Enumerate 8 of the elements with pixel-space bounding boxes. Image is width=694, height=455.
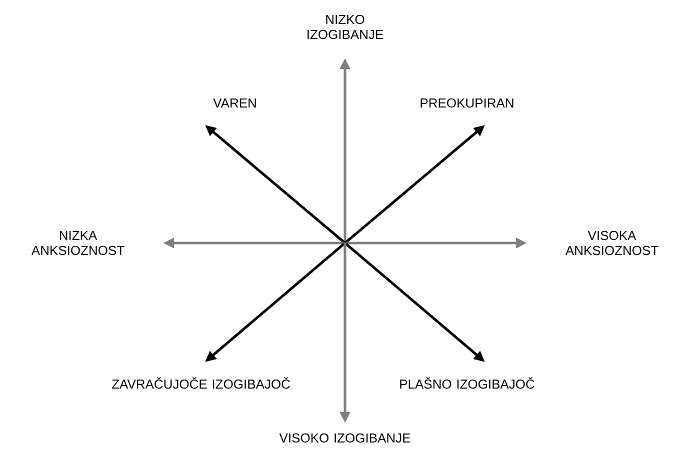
axis-label: ZAVRAČUJOČE IZOGIBAJOČ: [112, 377, 290, 389]
axis-label: PREOKUPIRAN: [420, 98, 514, 108]
axis-label: VISOKA ANKSIOZNOST: [565, 230, 658, 256]
axis-label: VAREN: [213, 98, 256, 108]
axis-label: NIZKO IZOGIBANJE: [308, 14, 384, 40]
axis-label: VISOKO IZOGIBANJE: [279, 433, 410, 443]
axis-label: PLAŠNO IZOGIBAJOČ: [400, 377, 534, 389]
axis-label: NIZKA ANKSIOZNOST: [31, 230, 124, 256]
